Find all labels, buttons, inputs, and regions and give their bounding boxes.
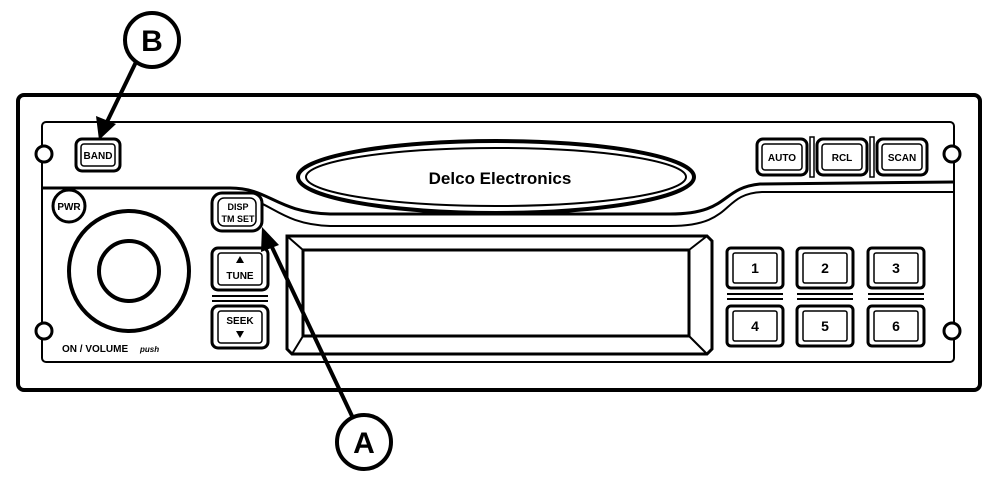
callout-b: B	[123, 11, 181, 69]
auto-button[interactable]: AUTO	[755, 137, 809, 177]
scan-button[interactable]: SCAN	[875, 137, 929, 177]
rcl-button[interactable]: RCL	[815, 137, 869, 177]
upper-divider-line	[42, 180, 955, 216]
brand-text: Delco Electronics	[429, 169, 572, 188]
preset-3-label: 3	[892, 260, 900, 276]
volume-knob[interactable]	[67, 209, 191, 333]
preset-button-5[interactable]: 5	[795, 304, 855, 348]
preset-button-6[interactable]: 6	[866, 304, 926, 348]
seek-down-arrow-icon	[236, 331, 244, 338]
preset-5-label: 5	[821, 318, 829, 334]
pwr-button[interactable]: PWR	[51, 188, 87, 224]
tune-up-arrow-icon	[236, 256, 244, 263]
auto-button-label: AUTO	[768, 153, 796, 164]
preset-row-separators	[727, 293, 924, 300]
band-button[interactable]: BAND	[74, 137, 122, 173]
mount-hole-top-left	[34, 144, 54, 164]
tune-button-label: TUNE	[226, 271, 254, 282]
button-separator-1	[809, 136, 815, 178]
rcl-button-label: RCL	[832, 153, 853, 164]
tune-button[interactable]: TUNE	[210, 246, 270, 292]
disp-label: DISP	[227, 202, 248, 212]
display-window	[285, 234, 714, 356]
scan-button-label: SCAN	[888, 153, 916, 164]
band-button-label: BAND	[84, 151, 113, 162]
callout-a-label: A	[353, 427, 375, 460]
preset-6-label: 6	[892, 318, 900, 334]
seek-button[interactable]: SEEK	[210, 304, 270, 350]
callout-a-arrow	[261, 227, 354, 417]
preset-button-1[interactable]: 1	[725, 246, 785, 290]
brand-oval-inner	[305, 147, 687, 207]
pwr-button-label: PWR	[57, 202, 81, 213]
callout-b-arrow	[96, 61, 138, 140]
preset-button-2[interactable]: 2	[795, 246, 855, 290]
mount-hole-bottom-right	[942, 321, 962, 341]
mount-hole-top-right	[942, 144, 962, 164]
preset-1-label: 1	[751, 260, 759, 276]
tm-set-label: TM SET	[222, 214, 256, 224]
mount-hole-bottom-left	[34, 321, 54, 341]
callout-b-label: B	[141, 25, 163, 58]
callout-a: A	[335, 413, 393, 471]
on-volume-label: ON / VOLUME	[62, 344, 128, 355]
push-label: push	[139, 345, 159, 354]
disp-tm-set-button[interactable]: DISP TM SET	[210, 191, 264, 233]
button-separator-2	[869, 136, 875, 178]
preset-2-label: 2	[821, 260, 829, 276]
preset-button-3[interactable]: 3	[866, 246, 926, 290]
brand-oval-outer	[296, 139, 696, 215]
preset-button-4[interactable]: 4	[725, 304, 785, 348]
preset-4-label: 4	[751, 318, 759, 334]
seek-button-label: SEEK	[226, 316, 254, 327]
